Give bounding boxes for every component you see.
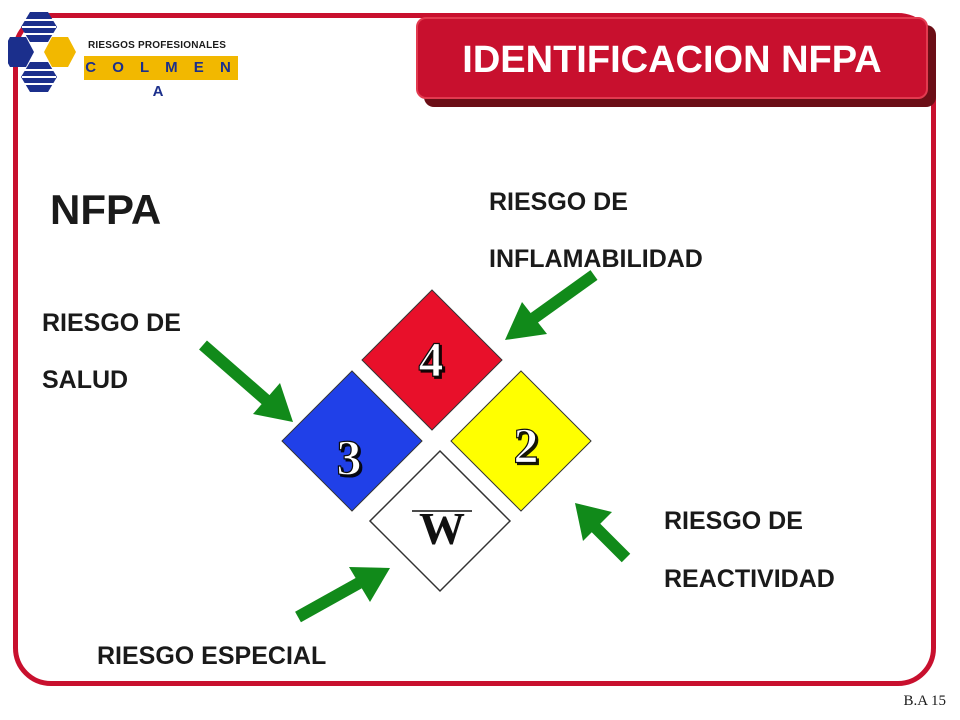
logo-brand: C O L M E N A [84,56,238,100]
honeycomb-logo-icon [8,12,76,92]
colmena-logo: RIESGOS PROFESIONALES C O L M E N A [8,10,238,100]
nfpa-heading: NFPA [50,186,162,233]
label-especial: RIESGO ESPECIAL [97,642,327,670]
slide-frame [13,13,936,686]
arrow-to-special-icon [295,567,390,623]
arrow-to-reactivity-icon [575,503,631,563]
arrow-to-health-icon [199,340,293,422]
label-salud-line2: SALUD [42,366,129,394]
health-diamond [281,370,423,512]
reactivity-diamond [450,370,592,512]
label-inflamabilidad-line2: INFLAMABILIDAD [489,245,703,273]
flammability-value: 4 [419,331,444,387]
slide-number: B.A 15 [903,693,946,709]
label-salud-line1: RIESGO DE [42,309,181,337]
label-reactividad-line1: RIESGO DE [664,507,803,535]
label-inflamabilidad-line1: RIESGO DE [489,188,628,216]
health-value: 3 [337,429,362,485]
flammability-diamond [361,289,503,431]
label-reactividad-line2: REACTIVIDAD [664,565,835,593]
special-diamond [368,449,512,593]
page-title: IDENTIFICACION NFPA [416,17,928,99]
logo-subtitle: RIESGOS PROFESIONALES [88,40,227,51]
arrow-to-flammability-icon [505,270,598,340]
reactivity-value: 2 [514,417,539,473]
